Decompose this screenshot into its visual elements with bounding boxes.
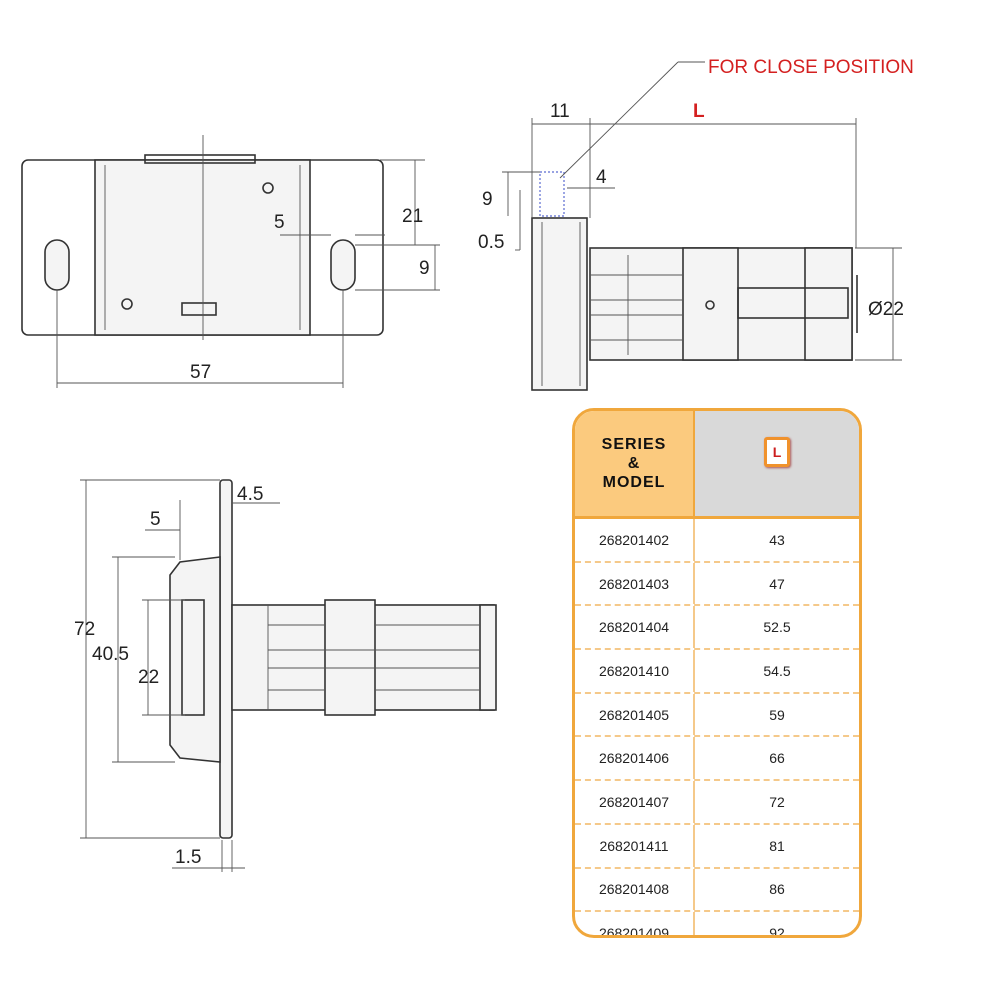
dim-5: 5: [274, 212, 285, 233]
header-line: MODEL: [602, 474, 666, 491]
length-label: L: [693, 101, 705, 122]
header-series-model: SERIES & MODEL: [575, 411, 695, 516]
table-row: 268201403 47: [575, 562, 859, 607]
table-header: SERIES & MODEL L: [575, 411, 859, 519]
model-cell: 268201403: [575, 562, 695, 605]
length-cell: 59: [769, 706, 785, 723]
model-cell: 268201409: [575, 912, 695, 935]
dim-9-side: 9: [482, 189, 493, 210]
table-row: 268201408 86: [575, 868, 859, 913]
table-row: 268201407 72: [575, 781, 859, 825]
model-cell: 268201406: [575, 737, 695, 780]
dim-diameter-22: Ø22: [868, 299, 904, 320]
dim-11: 11: [550, 101, 570, 122]
header-length: L: [695, 411, 859, 516]
length-cell: 52.5: [763, 619, 791, 636]
dim-72: 72: [74, 619, 95, 640]
table-row: 268201402 43: [575, 519, 859, 563]
table-row: 268201405 59: [575, 693, 859, 738]
dim-1-5: 1.5: [175, 847, 201, 868]
model-cell: 268201405: [575, 693, 695, 736]
model-cell: 268201402: [575, 519, 695, 561]
bottom-view: 4.5 5 72 40.5 22 1.5: [74, 479, 497, 872]
length-cell: 66: [769, 750, 785, 767]
dim-4: 4: [596, 167, 607, 188]
header-line: &: [627, 455, 641, 472]
table-row: 268201409 92: [575, 912, 859, 938]
model-cell: 268201410: [575, 650, 695, 692]
model-cell: 268201407: [575, 781, 695, 823]
header-line: SERIES: [601, 436, 667, 453]
dim-5-bottom: 5: [150, 509, 161, 530]
dim-21: 21: [402, 206, 423, 227]
length-cell: 43: [769, 531, 785, 548]
dim-0-5: 0.5: [478, 232, 504, 253]
table-row: 268201404 52.5: [575, 606, 859, 651]
dim-57: 57: [190, 362, 211, 383]
length-cell: 92: [769, 925, 785, 938]
length-cell: 81: [769, 837, 785, 854]
close-position-annotation: FOR CLOSE POSITION: [708, 57, 914, 78]
length-badge: L: [764, 437, 790, 467]
table-row: 268201410 54.5: [575, 650, 859, 694]
side-view: FOR CLOSE POSITION L 11 4 9 0.5 Ø22: [478, 57, 914, 391]
model-cell: 268201411: [575, 824, 695, 867]
dim-22: 22: [138, 667, 159, 688]
dim-4-5: 4.5: [237, 484, 263, 505]
model-cell: 268201404: [575, 606, 695, 649]
dim-9: 9: [419, 258, 430, 279]
length-cell: 86: [769, 881, 785, 898]
table-row: 268201411 81: [575, 824, 859, 869]
length-cell: 72: [769, 793, 785, 810]
dim-40-5: 40.5: [92, 644, 129, 665]
front-view: 21 5 9 57: [21, 135, 440, 388]
model-cell: 268201408: [575, 868, 695, 911]
length-cell: 54.5: [763, 662, 791, 679]
table-row: 268201406 66: [575, 737, 859, 782]
length-cell: 47: [769, 575, 785, 592]
